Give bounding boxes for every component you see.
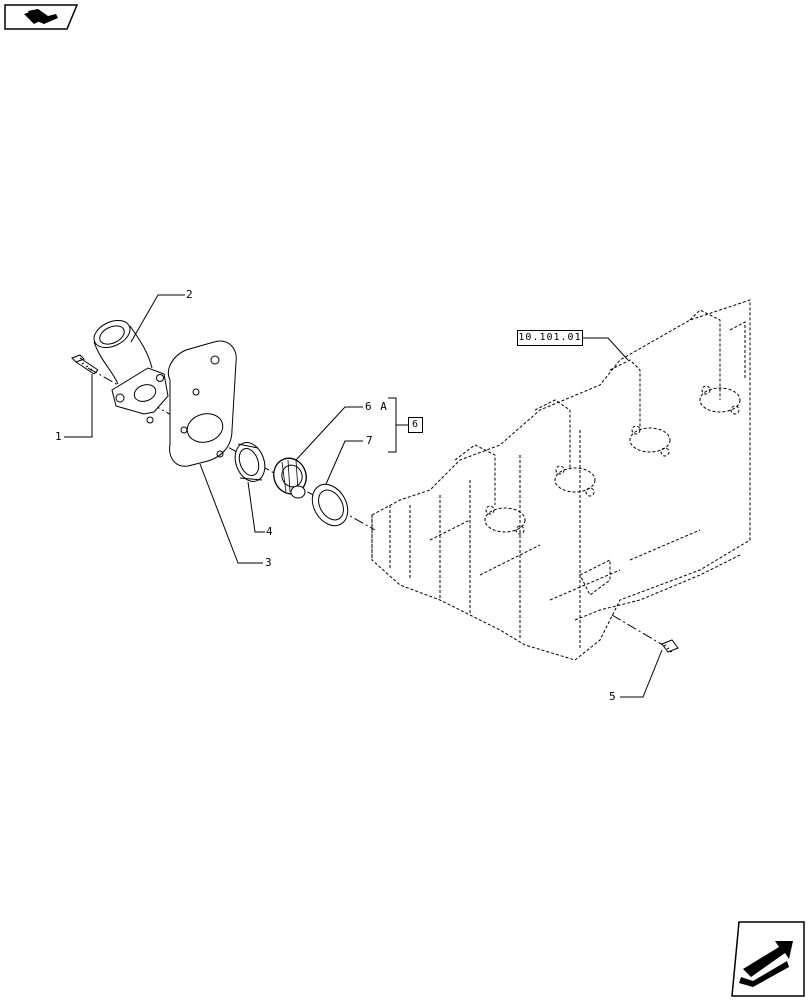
bolt-part [71, 354, 99, 375]
leader-5 [620, 649, 663, 698]
callout-7: 7 [366, 434, 374, 447]
callout-6a: 6 A [365, 400, 388, 413]
thermostat-part [273, 457, 307, 499]
callout-3: 3 [265, 556, 273, 569]
leader-2 [130, 294, 185, 343]
gasket-plate-part [167, 340, 237, 467]
group-reference-box[interactable]: 6 [408, 417, 423, 433]
book-navigation-icon[interactable] [4, 4, 79, 30]
leader-7 [325, 440, 363, 485]
cylinder-head-assembly [371, 299, 751, 661]
leader-4 [247, 481, 265, 533]
plug-part [661, 639, 679, 653]
seal-ring-part [311, 483, 349, 527]
next-page-arrow-icon[interactable] [731, 921, 805, 997]
callout-5: 5 [609, 690, 617, 703]
leader-6a [295, 406, 363, 461]
callout-1: 1 [55, 430, 63, 443]
outlet-elbow-part [93, 319, 169, 424]
group-bracket [388, 397, 408, 453]
leader-1 [64, 374, 93, 438]
section-reference-box[interactable]: 10.101.01 [517, 330, 583, 346]
leader-3 [199, 463, 263, 564]
callout-4: 4 [266, 525, 274, 538]
callout-2: 2 [186, 288, 194, 301]
plug-centerline [611, 614, 669, 649]
leader-section-ref [583, 337, 629, 361]
sleeve-ring-part [234, 442, 266, 482]
